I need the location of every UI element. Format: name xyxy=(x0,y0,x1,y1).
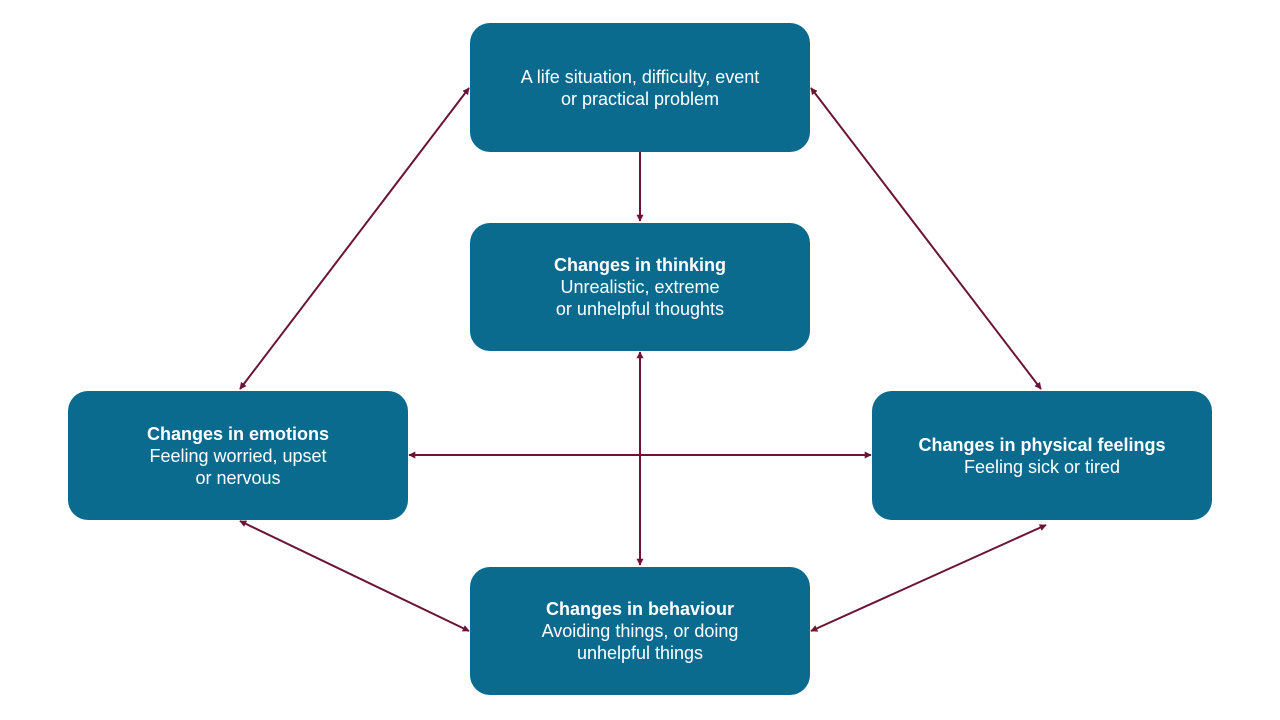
node-life-situation-line1: A life situation, difficulty, event xyxy=(520,66,760,87)
node-changes-in-emotions: Changes in emotions Feeling worried, ups… xyxy=(68,391,408,520)
arrow-physical-behaviour xyxy=(810,524,1047,632)
node-changes-in-thinking-line2: or unhelpful thoughts xyxy=(555,299,725,319)
node-changes-in-emotions-line2: or nervous xyxy=(195,467,281,488)
node-changes-in-thinking: Changes in thinking Unrealistic, extreme… xyxy=(470,223,810,351)
arrow-situation-physical xyxy=(810,87,1042,390)
arrow-emotions-behaviour xyxy=(239,520,470,632)
node-changes-in-thinking-title: Changes in thinking xyxy=(553,255,726,275)
node-changes-in-behaviour-line1: Avoiding things, or doing xyxy=(541,621,739,641)
node-changes-in-behaviour: Changes in behaviour Avoiding things, or… xyxy=(470,567,810,695)
node-changes-in-physical-feelings-title: Changes in physical feelings xyxy=(918,434,1166,455)
node-changes-in-behaviour-title: Changes in behaviour xyxy=(545,599,735,619)
node-changes-in-physical-feelings-line1: Feeling sick or tired xyxy=(963,456,1121,477)
node-changes-in-emotions-line1: Feeling worried, upset xyxy=(149,445,327,466)
node-changes-in-behaviour-line2: unhelpful things xyxy=(576,643,704,663)
node-changes-in-physical-feelings: Changes in physical feelings Feeling sic… xyxy=(872,391,1212,520)
arrow-situation-emotions xyxy=(239,87,470,390)
node-life-situation-line2: or practical problem xyxy=(560,88,720,109)
node-life-situation: A life situation, difficulty, event or p… xyxy=(470,23,810,152)
node-changes-in-thinking-line1: Unrealistic, extreme xyxy=(560,277,720,297)
node-changes-in-emotions-title: Changes in emotions xyxy=(146,423,330,444)
